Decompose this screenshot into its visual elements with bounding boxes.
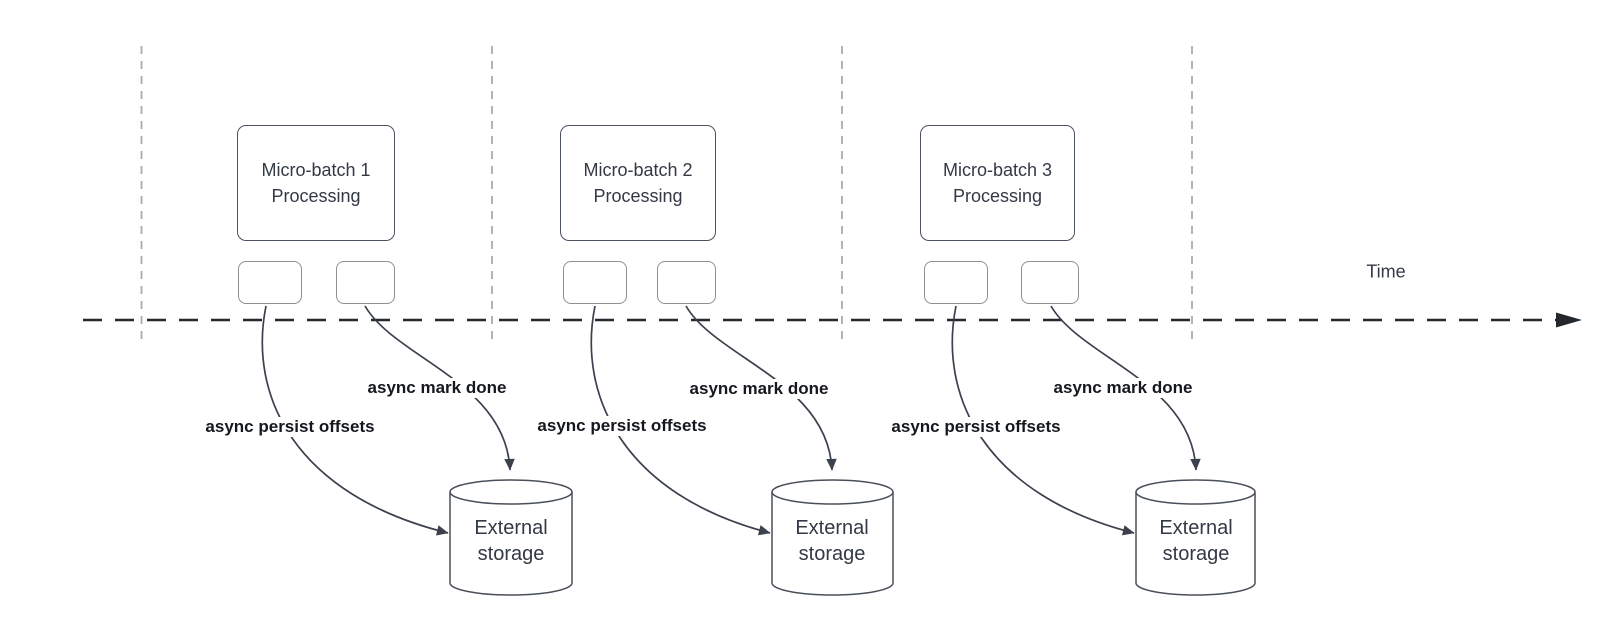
async-persist-offsets-label: async persist offsets <box>888 417 1064 437</box>
external-storage-label: External storage <box>795 517 869 565</box>
async-mark-done-arrow <box>685 305 837 471</box>
micro-batch-1-title-line1: Micro-batch 1 <box>261 160 371 180</box>
async-mark-done-arrow <box>1050 305 1201 471</box>
micro-batch-2-processing-box: Micro-batch 2 Processing <box>560 125 716 241</box>
micro-batch-1-offsets-task-box <box>238 261 302 304</box>
micro-batch-3-done-task-box <box>1021 261 1079 304</box>
async-mark-done-label: async mark done <box>686 379 832 399</box>
async-persist-offsets-arrow <box>590 305 771 536</box>
time-axis-label: Time <box>1366 261 1406 282</box>
micro-batch-1-title-line2: Processing <box>271 186 361 206</box>
micro-batch-3-offsets-task-box <box>924 261 988 304</box>
external-storage-cylinder <box>771 479 894 596</box>
micro-batch-2-done-task-box <box>657 261 716 304</box>
async-persist-offsets-arrow <box>261 305 449 536</box>
micro-batch-3-processing-box: Micro-batch 3 Processing <box>920 125 1075 241</box>
external-storage-cylinder <box>1135 479 1256 596</box>
external-storage-label: External storage <box>474 517 548 565</box>
async-mark-done-label: async mark done <box>1050 378 1196 398</box>
micro-batch-3-title-line2: Processing <box>952 186 1043 206</box>
time-axis-arrowhead <box>1556 312 1582 328</box>
micro-batch-2-title-line1: Micro-batch 2 <box>583 160 693 180</box>
micro-batch-1-done-task-box <box>336 261 395 304</box>
async-persist-offsets-label: async persist offsets <box>202 417 378 437</box>
async-mark-done-arrow <box>364 305 515 471</box>
external-storage-cylinder <box>449 479 573 596</box>
external-storage-label: External storage <box>1159 517 1233 565</box>
micro-batch-2-title-line2: Processing <box>593 186 683 206</box>
async-persist-offsets-arrow <box>951 305 1135 536</box>
micro-batch-1-processing-box: Micro-batch 1 Processing <box>237 125 395 241</box>
async-persist-offsets-label: async persist offsets <box>534 416 710 436</box>
async-mark-done-label: async mark done <box>364 378 510 398</box>
micro-batch-3-title-line1: Micro-batch 3 <box>942 160 1053 180</box>
micro-batch-2-offsets-task-box <box>563 261 627 304</box>
